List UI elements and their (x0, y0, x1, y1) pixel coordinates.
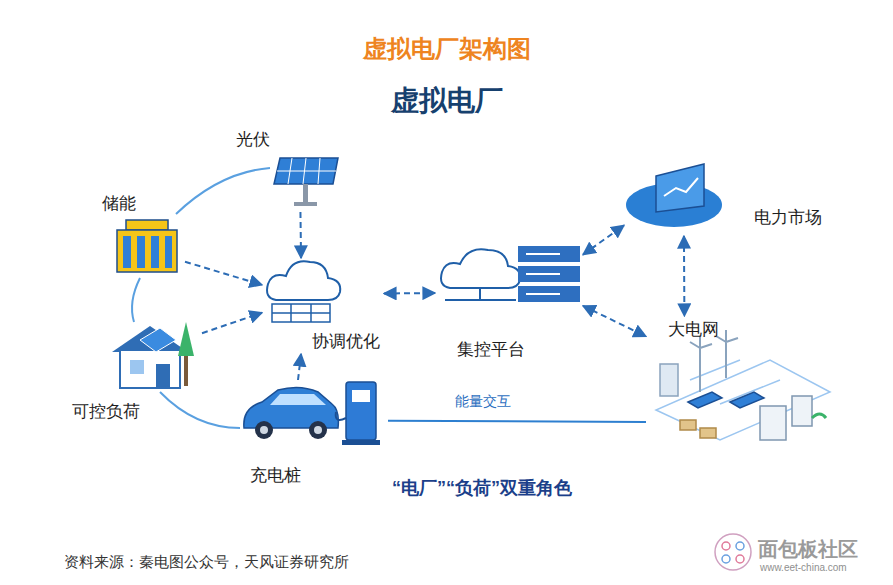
watermark-logo-part (736, 555, 744, 563)
dashed-arrow (683, 236, 685, 316)
dashed-arrow (299, 212, 302, 258)
charger-icon-part (336, 412, 346, 420)
power-grid-illustration-part (812, 414, 826, 418)
charger-icon-part (346, 382, 376, 440)
power-grid-illustration-part (688, 392, 722, 408)
component-node: 充电桩 (238, 380, 388, 490)
house-icon-part (156, 364, 170, 388)
watermark-logo-part (722, 542, 730, 550)
storage-icon-part (126, 220, 168, 230)
solar-panel-icon-part (303, 184, 308, 202)
edge-label: 能量交互 (452, 392, 514, 410)
power-grid-illustration-part (660, 364, 678, 396)
node-label: 协调优化 (312, 332, 380, 352)
house-icon-part (178, 322, 194, 356)
dashed-arrow (298, 354, 301, 380)
component-node: 可控负荷 (72, 322, 202, 424)
component-node: 光伏 (228, 128, 343, 212)
house-icon-part (140, 328, 176, 352)
ev-car-icon (244, 387, 339, 439)
node-label: 光伏 (236, 130, 270, 150)
power-grid-illustration (656, 330, 830, 440)
storage-icon-part (165, 236, 172, 268)
charger-icon (336, 382, 380, 445)
watermark-logo (715, 534, 751, 570)
text-label: 面包板社区 (758, 536, 858, 563)
dashed-arrow (583, 306, 646, 337)
component-node: 大电网 (646, 316, 838, 452)
diagram-title: 虚拟电厂架构图 (0, 33, 893, 65)
house-icon-part (130, 360, 144, 374)
house-icon-part (184, 356, 188, 386)
text-label: www.eet-china.com (760, 562, 847, 573)
component-node: 电力市场 (624, 160, 846, 236)
solar-panel-icon-part (274, 158, 338, 184)
power-grid-illustration-part (690, 336, 712, 392)
node-label: 储能 (102, 194, 136, 214)
coordination-cloud-icon-part (267, 261, 340, 300)
component-node: 协调优化 (262, 258, 384, 354)
ev-car-icon-part (309, 421, 327, 439)
power-grid-illustration-part (792, 396, 812, 426)
energy-line (388, 421, 646, 422)
solar-panel-icon (274, 158, 338, 206)
dashed-arrow (202, 313, 262, 334)
coordination-cloud-icon (267, 261, 340, 322)
power-grid-illustration-part (656, 360, 830, 440)
text-label: “电厂”“负荷”双重角色 (392, 476, 572, 500)
text-label: 资料来源：秦电图公众号，天风证券研究所 (64, 553, 349, 572)
node-label: 电力市场 (754, 208, 822, 228)
coordination-cloud-icon-part (272, 304, 330, 322)
watermark-logo-part (715, 534, 751, 570)
node-label: 集控平台 (457, 340, 525, 360)
dashed-arrow (185, 262, 262, 285)
storage-icon-part (151, 236, 159, 268)
dashed-arrow (583, 225, 624, 254)
market-screen-icon (626, 164, 722, 227)
node-label: 大电网 (668, 320, 719, 340)
storage-icon-part (123, 236, 131, 268)
solar-panel-icon-part (294, 202, 317, 206)
platform-server-icon (441, 246, 580, 302)
ring-arcs-part (176, 168, 270, 214)
ev-car-icon-part (255, 421, 273, 439)
node-label: 可控负荷 (72, 402, 140, 422)
storage-icon (117, 220, 177, 272)
house-icon-part (120, 350, 180, 388)
ev-car-icon-part (260, 426, 268, 434)
ring-arcs-part (160, 392, 240, 428)
text-label: 虚拟电厂 (0, 82, 893, 120)
ring-arcs-part (132, 278, 140, 322)
component-node: 储能 (100, 192, 185, 276)
ev-car-icon-part (270, 394, 326, 405)
ev-car-icon-part (314, 426, 322, 434)
house-icon-part (112, 326, 188, 352)
watermark-logo-part (736, 542, 744, 550)
power-grid-illustration-part (760, 406, 786, 440)
platform-server-icon-part (526, 254, 560, 294)
power-grid-illustration-part (716, 330, 738, 378)
power-grid-illustration-part (680, 420, 696, 430)
watermark-logo-part (722, 555, 730, 563)
platform-server-icon-part (445, 288, 516, 300)
power-grid-illustration-part (700, 428, 716, 438)
power-grid-illustration-part (730, 392, 764, 408)
market-screen-icon-part (656, 164, 704, 212)
component-node: 集控平台 (435, 238, 583, 366)
storage-icon-part (117, 230, 177, 272)
house-icon (112, 322, 194, 388)
dashed-arrow (384, 292, 435, 294)
node-label: 充电桩 (250, 466, 301, 486)
platform-server-icon-part (441, 249, 520, 288)
charger-icon-part (352, 390, 370, 402)
charger-icon-part (342, 440, 380, 445)
market-screen-icon-part (664, 178, 698, 196)
storage-icon-part (137, 236, 145, 268)
solar-panel-icon-part (277, 158, 336, 184)
ev-car-icon-part (244, 387, 339, 428)
coordination-cloud-icon-part (272, 304, 330, 322)
